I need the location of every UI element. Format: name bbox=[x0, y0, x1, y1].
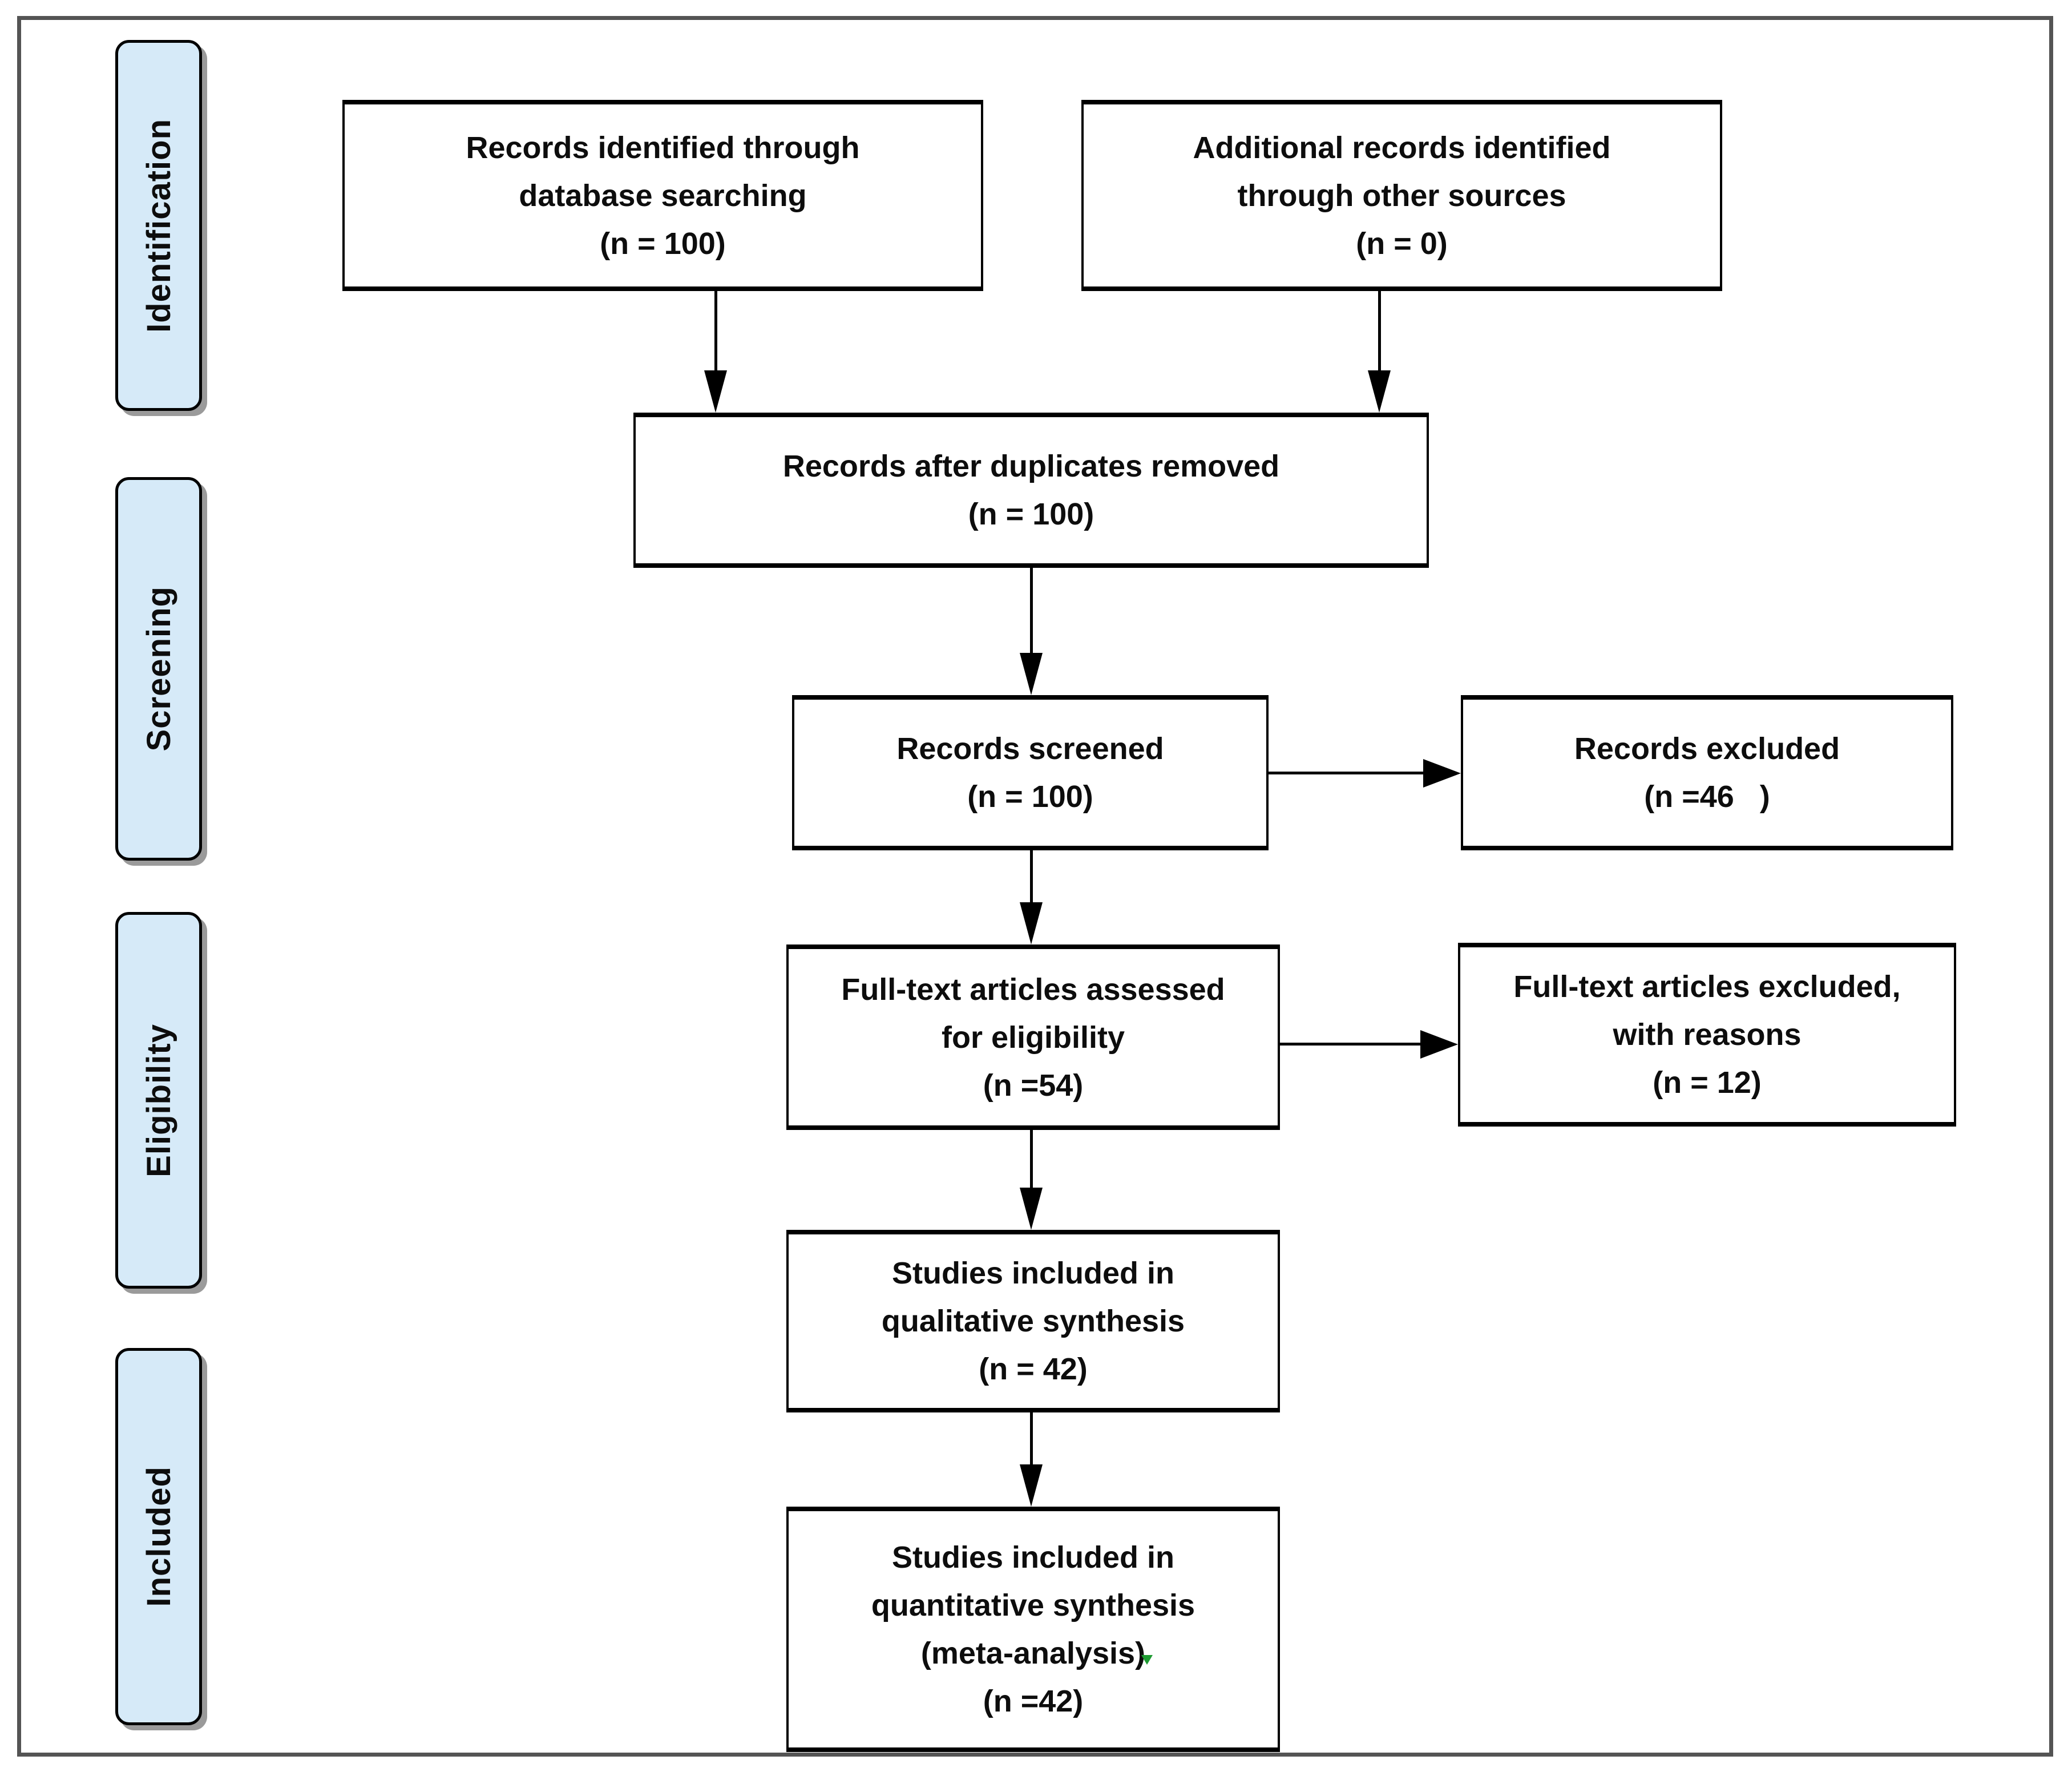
arrowhead-down-icon bbox=[1020, 1464, 1043, 1507]
box-after-duplicates: Records after duplicates removed (n = 10… bbox=[633, 413, 1429, 568]
arrow-line-fulltext-to-qualitative bbox=[1030, 1130, 1033, 1189]
box-line: Full-text articles excluded, bbox=[1513, 970, 1901, 1004]
box-line: database searching bbox=[519, 178, 807, 213]
box-line: (n = 100) bbox=[967, 780, 1093, 814]
box-quantitative-synthesis: Studies included in quantitative synthes… bbox=[786, 1507, 1280, 1752]
arrow-line-duplicates-to-screened bbox=[1030, 568, 1033, 654]
arrow-line-fulltext-to-excluded bbox=[1280, 1043, 1421, 1046]
box-line: Records identified through bbox=[466, 130, 860, 165]
arrowhead-down-icon bbox=[1020, 653, 1043, 695]
box-line: (n = 100) bbox=[600, 226, 726, 261]
box-records-excluded: Records excluded (n =46 ) bbox=[1461, 695, 1953, 850]
diagram-outer-frame bbox=[17, 16, 2053, 1757]
box-line: (n = 42) bbox=[979, 1352, 1088, 1386]
arrowhead-down-icon bbox=[704, 370, 727, 413]
box-line: Full-text articles assessed bbox=[841, 972, 1225, 1007]
box-line: for eligibility bbox=[941, 1020, 1125, 1055]
box-line: (n =46 ) bbox=[1644, 780, 1770, 814]
box-line: Records screened bbox=[896, 732, 1164, 766]
arrowhead-down-icon bbox=[1020, 1188, 1043, 1230]
box-line: with reasons bbox=[1613, 1018, 1802, 1052]
box-line: through other sources bbox=[1237, 178, 1566, 213]
box-records-identified: Records identified through database sear… bbox=[342, 100, 983, 291]
box-line: qualitative synthesis bbox=[881, 1304, 1185, 1338]
stage-label: Identification bbox=[140, 118, 177, 333]
box-line: Additional records identified bbox=[1193, 130, 1611, 165]
box-fulltext-excluded: Full-text articles excluded, with reason… bbox=[1458, 943, 1956, 1127]
box-line: Studies included in bbox=[891, 1540, 1175, 1575]
arrowhead-right-icon bbox=[1420, 1030, 1458, 1059]
box-qualitative-synthesis: Studies included in qualitative synthesi… bbox=[786, 1230, 1280, 1412]
box-line: Records after duplicates removed bbox=[782, 449, 1280, 483]
box-line: Records excluded bbox=[1574, 732, 1840, 766]
box-line: (meta-analysis) bbox=[920, 1636, 1146, 1670]
stage-label: Eligibility bbox=[140, 1023, 177, 1177]
stage-screening: Screening bbox=[115, 477, 202, 861]
arrow-line-identified-to-duplicates bbox=[714, 291, 717, 372]
box-records-screened: Records screened (n = 100) bbox=[792, 695, 1269, 850]
box-line: quantitative synthesis bbox=[871, 1588, 1195, 1622]
green-artifact-mark bbox=[1141, 1655, 1153, 1665]
arrow-line-additional-to-duplicates bbox=[1378, 291, 1381, 372]
box-line: (n =42) bbox=[983, 1684, 1084, 1718]
box-additional-records: Additional records identified through ot… bbox=[1081, 100, 1722, 291]
box-line: (n = 100) bbox=[968, 497, 1094, 531]
arrowhead-down-icon bbox=[1020, 902, 1043, 944]
box-line: (n = 12) bbox=[1653, 1065, 1762, 1100]
stage-label: Screening bbox=[140, 586, 177, 752]
stage-eligibility: Eligibility bbox=[115, 912, 202, 1289]
box-fulltext-assessed: Full-text articles assessed for eligibil… bbox=[786, 944, 1280, 1130]
arrow-line-qualitative-to-quantitative bbox=[1030, 1412, 1033, 1466]
box-line: Studies included in bbox=[891, 1256, 1175, 1290]
stage-label: Included bbox=[140, 1466, 177, 1607]
arrowhead-right-icon bbox=[1423, 759, 1461, 788]
arrowhead-down-icon bbox=[1368, 370, 1391, 413]
arrow-line-screened-to-excluded bbox=[1269, 772, 1424, 774]
box-line: (n =54) bbox=[983, 1068, 1084, 1103]
stage-included: Included bbox=[115, 1348, 202, 1725]
arrow-line-screened-to-fulltext bbox=[1030, 850, 1033, 903]
box-line: (n = 0) bbox=[1356, 226, 1448, 261]
stage-identification: Identification bbox=[115, 40, 202, 411]
